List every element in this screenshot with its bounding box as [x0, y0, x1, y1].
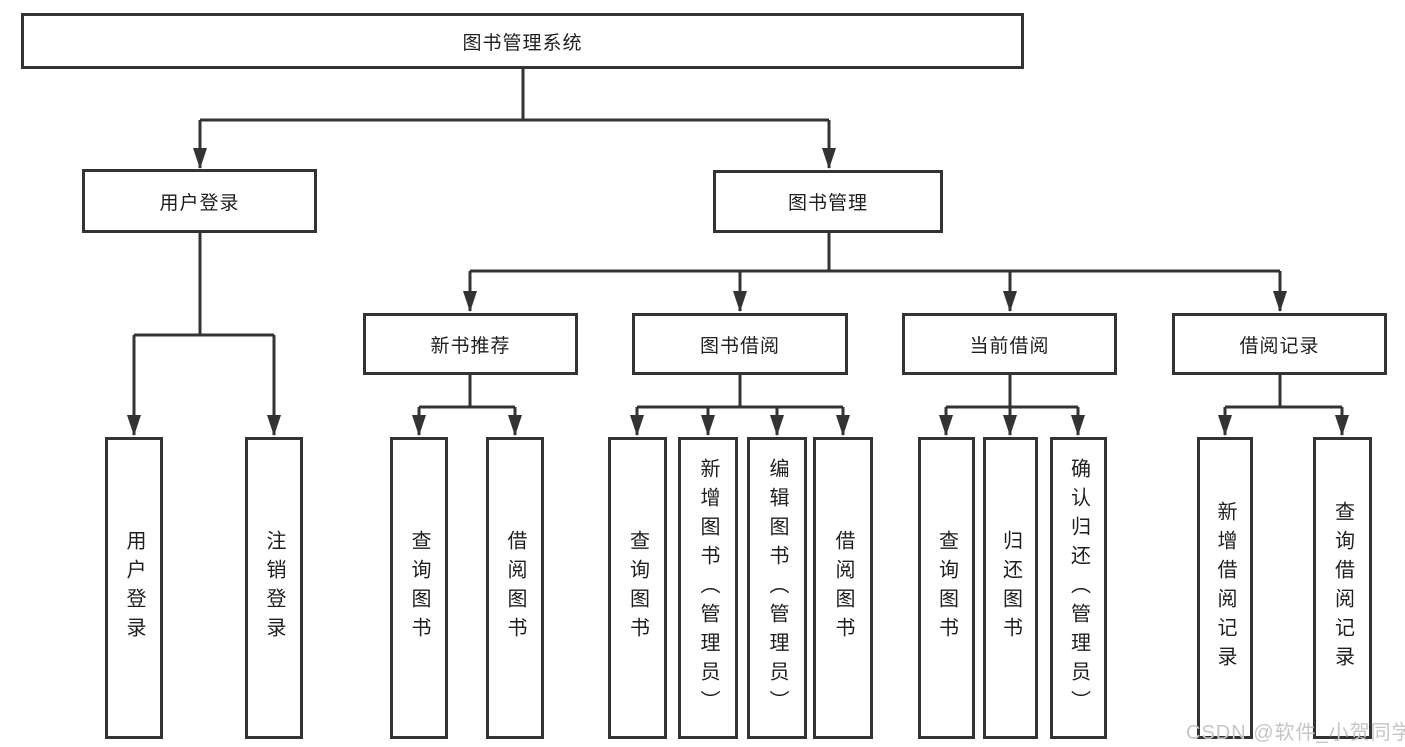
- leaf-add-borrow-record: 新增借阅记录: [1197, 437, 1253, 739]
- node-current-borrowing: 当前借阅: [902, 313, 1117, 375]
- node-new-book-recommendation: 新书推荐: [363, 313, 578, 375]
- node-borrowing-records: 借阅记录: [1172, 313, 1387, 375]
- leaf-user-login: 用户登录: [105, 437, 163, 739]
- node-book-management-module: 图书管理: [713, 170, 943, 233]
- node-user-login-module: 用户登录: [82, 169, 317, 233]
- leaf-query-books-recommend: 查询图书: [390, 437, 448, 739]
- leaf-borrow-books-recommend: 借阅图书: [486, 437, 544, 739]
- node-book-borrowing: 图书借阅: [632, 313, 848, 375]
- leaf-query-borrow-record: 查询借阅记录: [1313, 437, 1372, 739]
- leaf-return-book: 归还图书: [983, 437, 1038, 739]
- leaf-confirm-return-admin: 确认归还（管理员）: [1050, 437, 1107, 739]
- leaf-add-book-admin: 新增图书（管理员）: [678, 437, 738, 739]
- leaf-logout: 注销登录: [245, 437, 303, 739]
- leaf-borrow-books-borrowing: 借阅图书: [813, 437, 873, 739]
- leaf-edit-book-admin: 编辑图书（管理员）: [747, 437, 807, 739]
- leaf-query-books-current: 查询图书: [918, 437, 975, 739]
- node-library-management-system: 图书管理系统: [21, 13, 1024, 69]
- csdn-watermark: CSDN @软件_小贺同学: [1186, 722, 1405, 744]
- leaf-query-books-borrowing: 查询图书: [608, 437, 667, 739]
